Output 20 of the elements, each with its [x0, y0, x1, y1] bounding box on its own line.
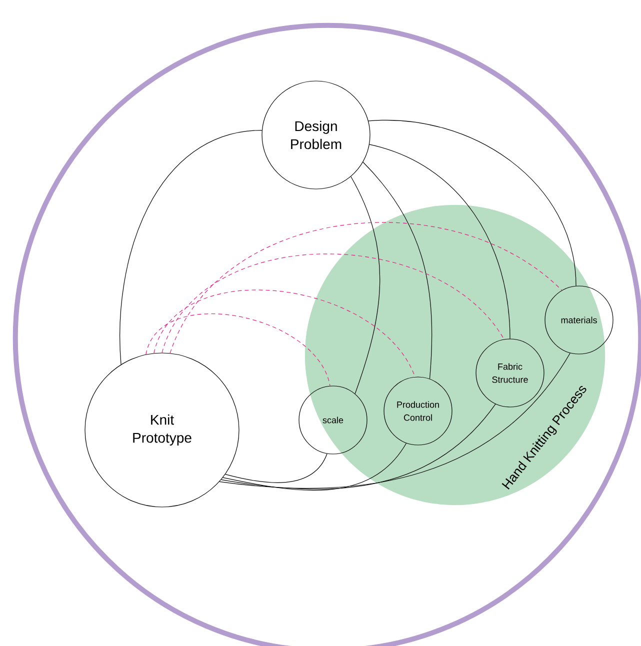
- circle-node: Design Problem: [262, 80, 370, 190]
- connector: [220, 404, 496, 490]
- circle-node: Fabric Structure: [476, 338, 544, 408]
- connector: [369, 144, 510, 339]
- outer-ring: [12, 22, 641, 646]
- dashed-connector: [162, 254, 504, 353]
- connector: [219, 352, 570, 488]
- connector: [225, 453, 328, 483]
- circle-node: Production Control: [384, 376, 452, 446]
- dashed-connector: [154, 290, 416, 378]
- connector: [362, 162, 432, 380]
- dashed-connector: [146, 314, 330, 386]
- connector: [350, 176, 380, 394]
- connector: [120, 130, 262, 365]
- connector: [222, 442, 407, 491]
- dashed-connector: [170, 222, 562, 354]
- circle-node: scale: [298, 386, 368, 454]
- circle-node: Knit Prototype: [84, 352, 240, 508]
- connector: [368, 120, 576, 286]
- circle-node: materials: [544, 286, 614, 354]
